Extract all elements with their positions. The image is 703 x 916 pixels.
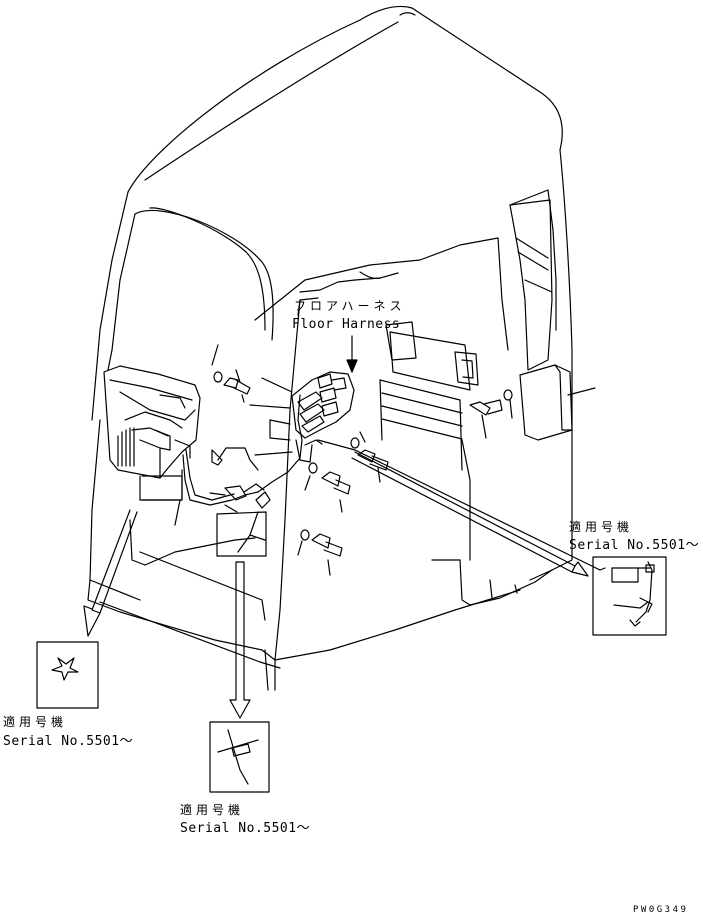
serial-note-left-en: Serial No.5501～	[3, 734, 134, 749]
detail-box-center	[209, 721, 270, 793]
serial-note-center-en: Serial No.5501～	[180, 821, 311, 836]
serial-note-right-jp: 適用号機	[569, 520, 634, 534]
detail-arrows	[83, 451, 589, 719]
relay-box	[249, 371, 606, 571]
cab-shell	[87, 5, 573, 691]
harness-label-jp: フロアハーネス	[294, 299, 406, 313]
serial-note-left-jp: 適用号機	[3, 715, 68, 729]
serial-note-right-en: Serial No.5501～	[569, 538, 700, 553]
harness-label-en: Floor Harness	[292, 317, 401, 332]
detail-box-right	[592, 556, 667, 636]
harness-arrow	[297, 297, 358, 373]
fasteners	[211, 344, 596, 576]
left-console	[103, 365, 201, 501]
detail-box-left	[36, 641, 99, 709]
serial-note-center-jp: 適用号機	[180, 803, 245, 817]
drawing-code: PW0G349	[633, 905, 689, 915]
harness-wiring	[141, 394, 303, 557]
